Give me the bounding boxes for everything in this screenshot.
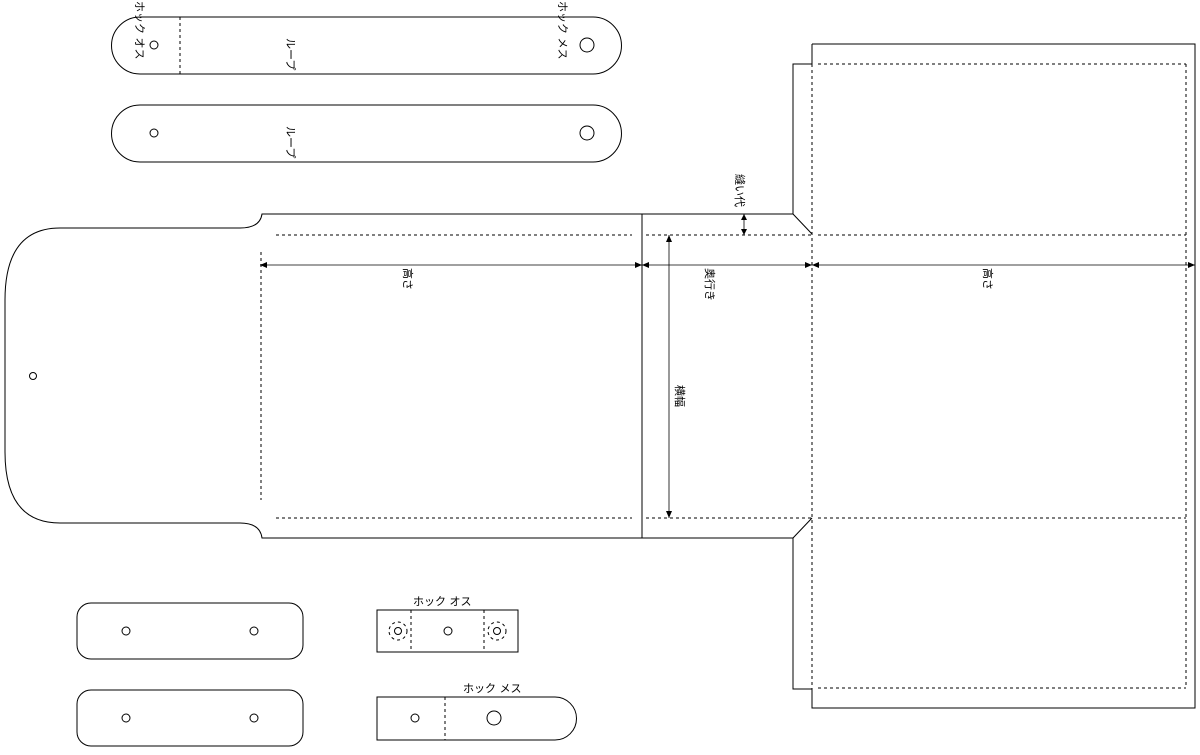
hook-tab-male-outline	[376, 609, 519, 653]
width-label: 横幅	[673, 385, 687, 407]
corner-notch-top	[792, 213, 813, 235]
loop-strap-2-label: ループ	[284, 126, 297, 158]
hook-tab-male-hole-left	[394, 627, 402, 635]
loop-strap-1-female-hook-hole	[579, 37, 595, 53]
loop-strap-2-outline	[111, 104, 622, 163]
depth-label: 奥行き	[703, 268, 717, 301]
seam-allowance-arrows	[741, 214, 747, 235]
hook-tab-female-hole-large	[486, 710, 502, 726]
small-strap-1-hole-right	[249, 626, 259, 636]
hook-tab-male-hole-right	[493, 627, 501, 635]
height-label-back: 高さ	[981, 268, 995, 290]
hook-tab-male-stud-outline-left	[388, 621, 408, 641]
flap-and-front-outline	[4, 213, 642, 539]
hook-tab-male-label: ホック オス	[413, 595, 472, 608]
back-panel-outline	[792, 43, 1196, 709]
hook-tab-female: ホック メス	[376, 682, 577, 741]
hook-tab-female-hole-small	[410, 713, 420, 723]
hook-tab-male: ホック オス	[376, 595, 519, 653]
hook-tab-male-hole-center	[443, 626, 453, 636]
corner-notch-bottom	[792, 517, 813, 539]
dimensions: 高さ 奥行き 高さ 横幅 縫い代	[260, 174, 1195, 518]
small-strap-2	[76, 689, 304, 747]
seam-allowance-label: 縫い代	[733, 174, 747, 207]
loop-strap-1-male-hook-hole	[149, 40, 159, 50]
small-strap-2-hole-left	[121, 713, 131, 723]
small-strap-2-outline	[76, 689, 304, 747]
loop-strap-1: ループ ホック オス ホック メス	[111, 1, 622, 75]
loop-strap-1-hook-male-label: ホック オス	[133, 1, 146, 60]
hook-tab-female-outline	[376, 696, 577, 741]
loop-strap-2-female-hook-hole	[579, 125, 595, 141]
main-body-panel	[4, 213, 813, 539]
back-panel	[792, 43, 1196, 709]
hook-tab-male-stud-outline-right	[487, 621, 507, 641]
loop-strap-1-hook-female-label: ホック メス	[556, 1, 569, 60]
flap-hook-hole	[29, 372, 37, 380]
small-strap-1-hole-left	[121, 626, 131, 636]
loop-strap-1-label: ループ	[284, 38, 297, 70]
height-label-front: 高さ	[401, 268, 415, 290]
loop-strap-2: ループ	[111, 104, 622, 163]
small-strap-2-hole-right	[249, 713, 259, 723]
small-strap-1-outline	[76, 602, 304, 660]
loop-strap-1-outline	[111, 16, 622, 75]
small-strap-1	[76, 602, 304, 660]
hook-tab-female-label: ホック メス	[463, 682, 522, 695]
loop-strap-2-male-hook-hole	[149, 128, 159, 138]
